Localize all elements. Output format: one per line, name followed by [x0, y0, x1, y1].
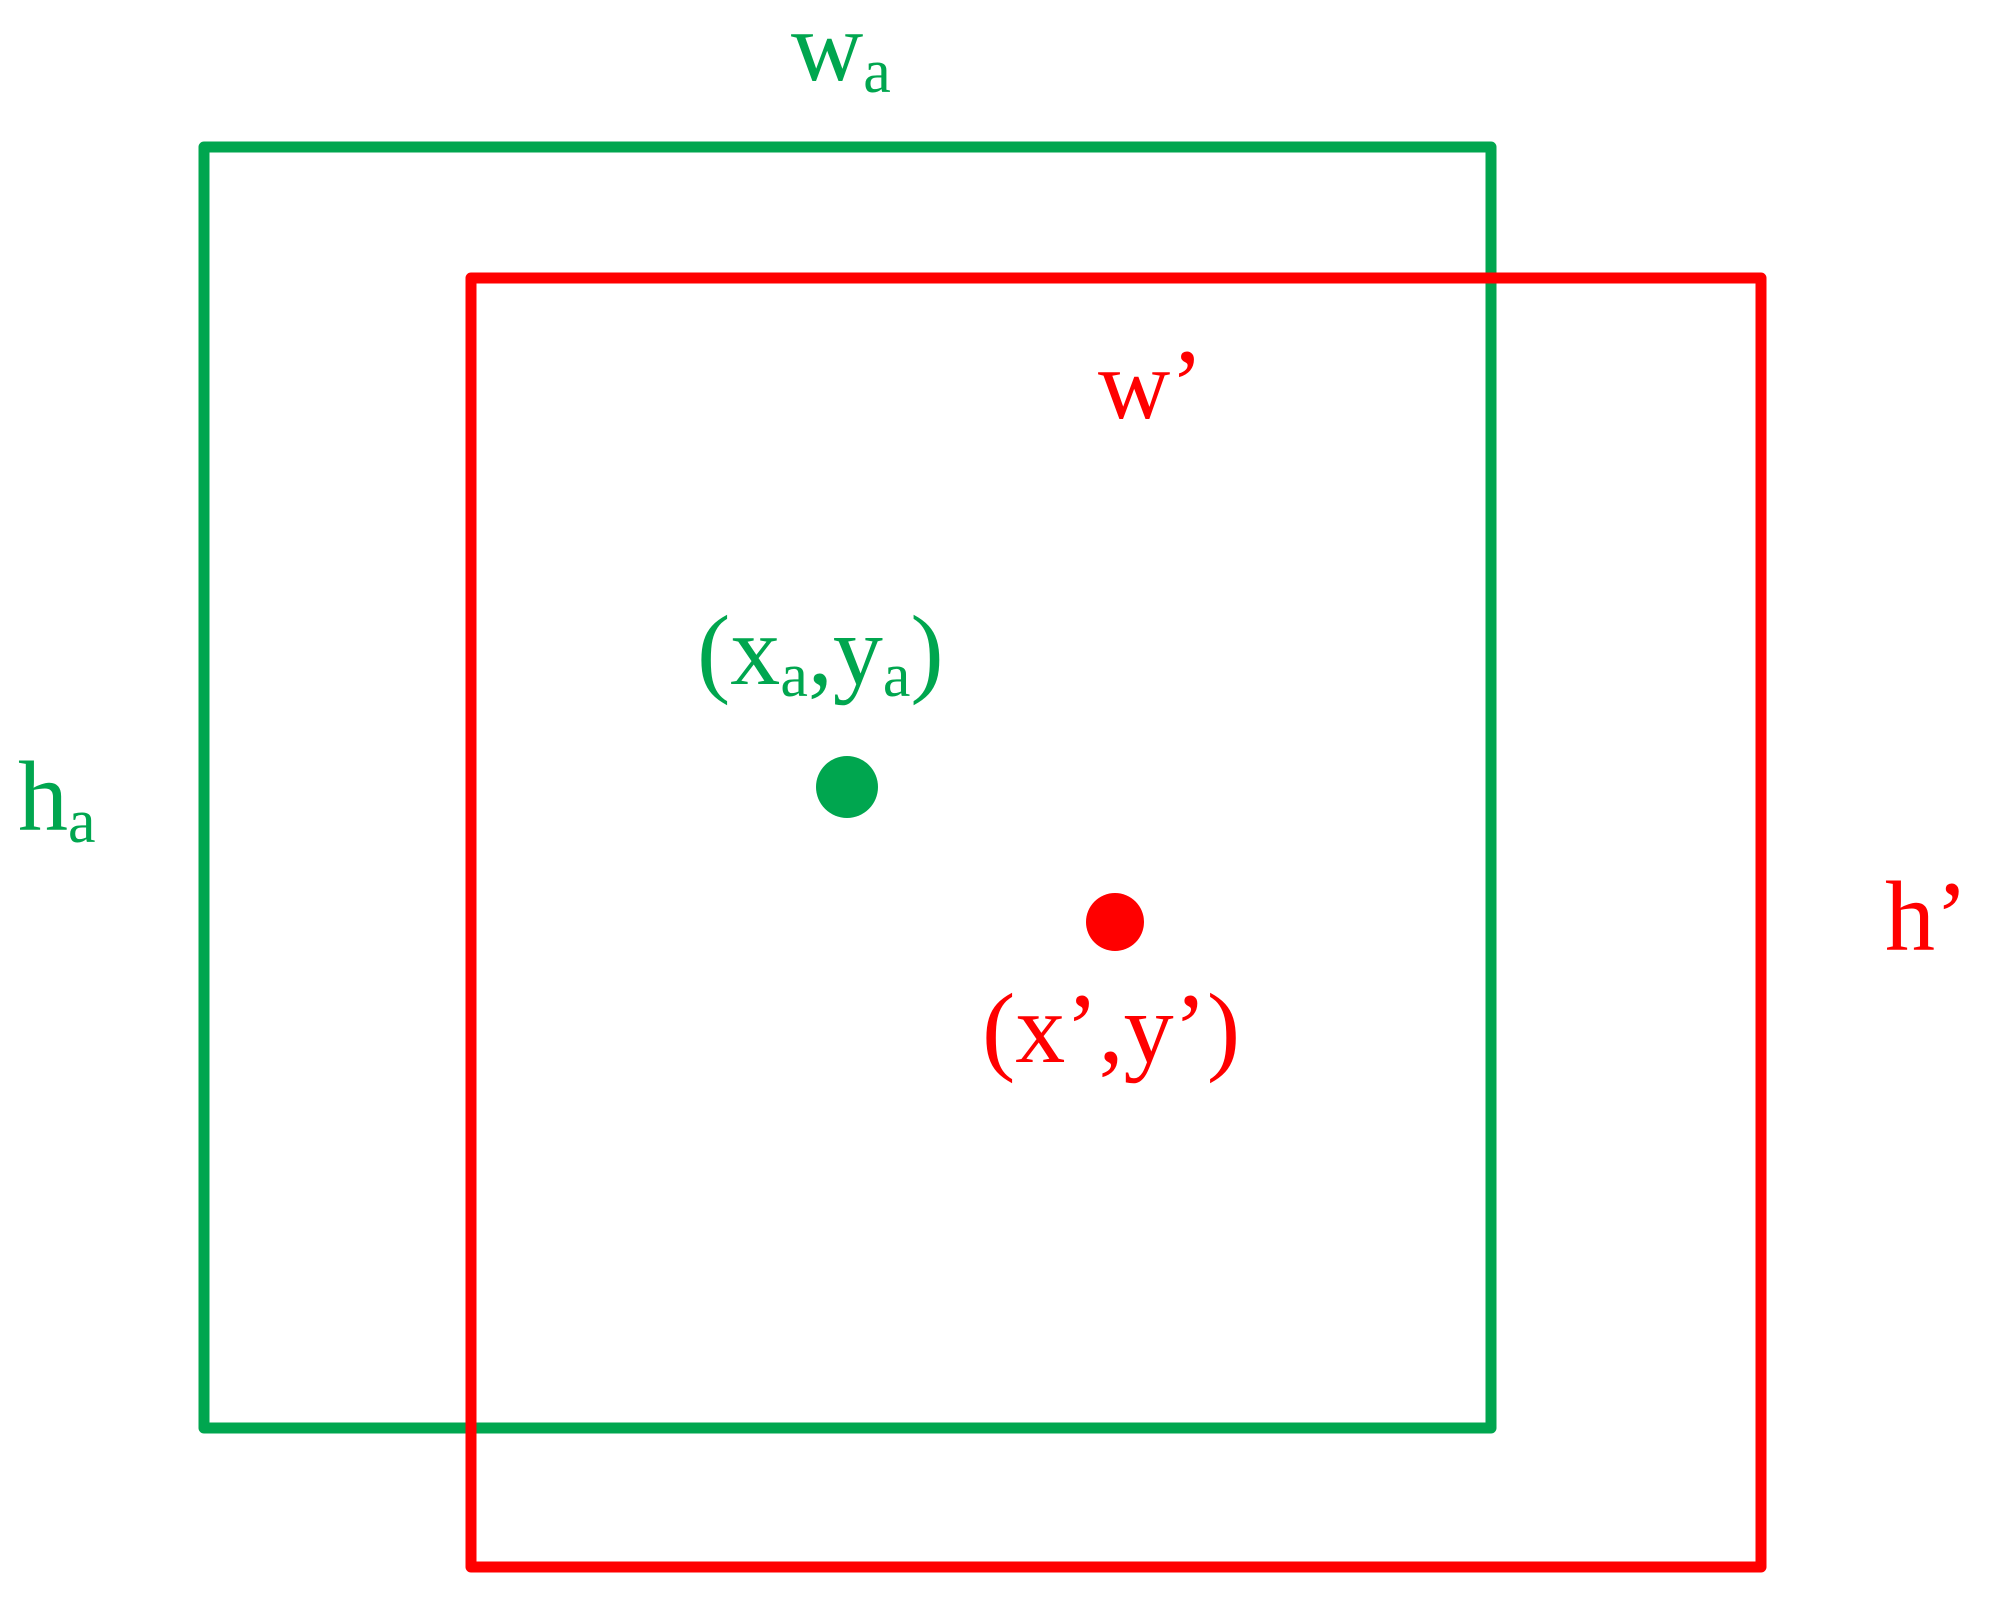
anchor-height-label: ha — [18, 741, 96, 856]
anchor-box — [198, 141, 1497, 1434]
anchor-center-open: (x — [697, 595, 780, 706]
anchor-height-main: h — [18, 741, 68, 852]
anchor-center-point — [816, 756, 878, 818]
anchor-center-mid: ,y — [808, 595, 883, 706]
anchor-center-sub-x: a — [780, 642, 808, 710]
predicted-center-point — [1086, 893, 1144, 951]
predicted-center-label: (x’,y’) — [982, 973, 1240, 1084]
anchor-center-sub-y: a — [883, 642, 911, 710]
anchor-center-label: (xa,ya) — [697, 595, 944, 710]
anchor-width-label: wa — [791, 0, 891, 106]
anchor-width-sub: a — [863, 38, 891, 106]
anchor-center-close: ) — [910, 595, 943, 706]
anchor-height-sub: a — [68, 788, 96, 856]
predicted-height-label: h’ — [1885, 861, 1968, 972]
predicted-width-label: w’ — [1098, 329, 1204, 440]
predicted-box — [465, 272, 1767, 1573]
anchor-width-main: w — [791, 0, 863, 102]
